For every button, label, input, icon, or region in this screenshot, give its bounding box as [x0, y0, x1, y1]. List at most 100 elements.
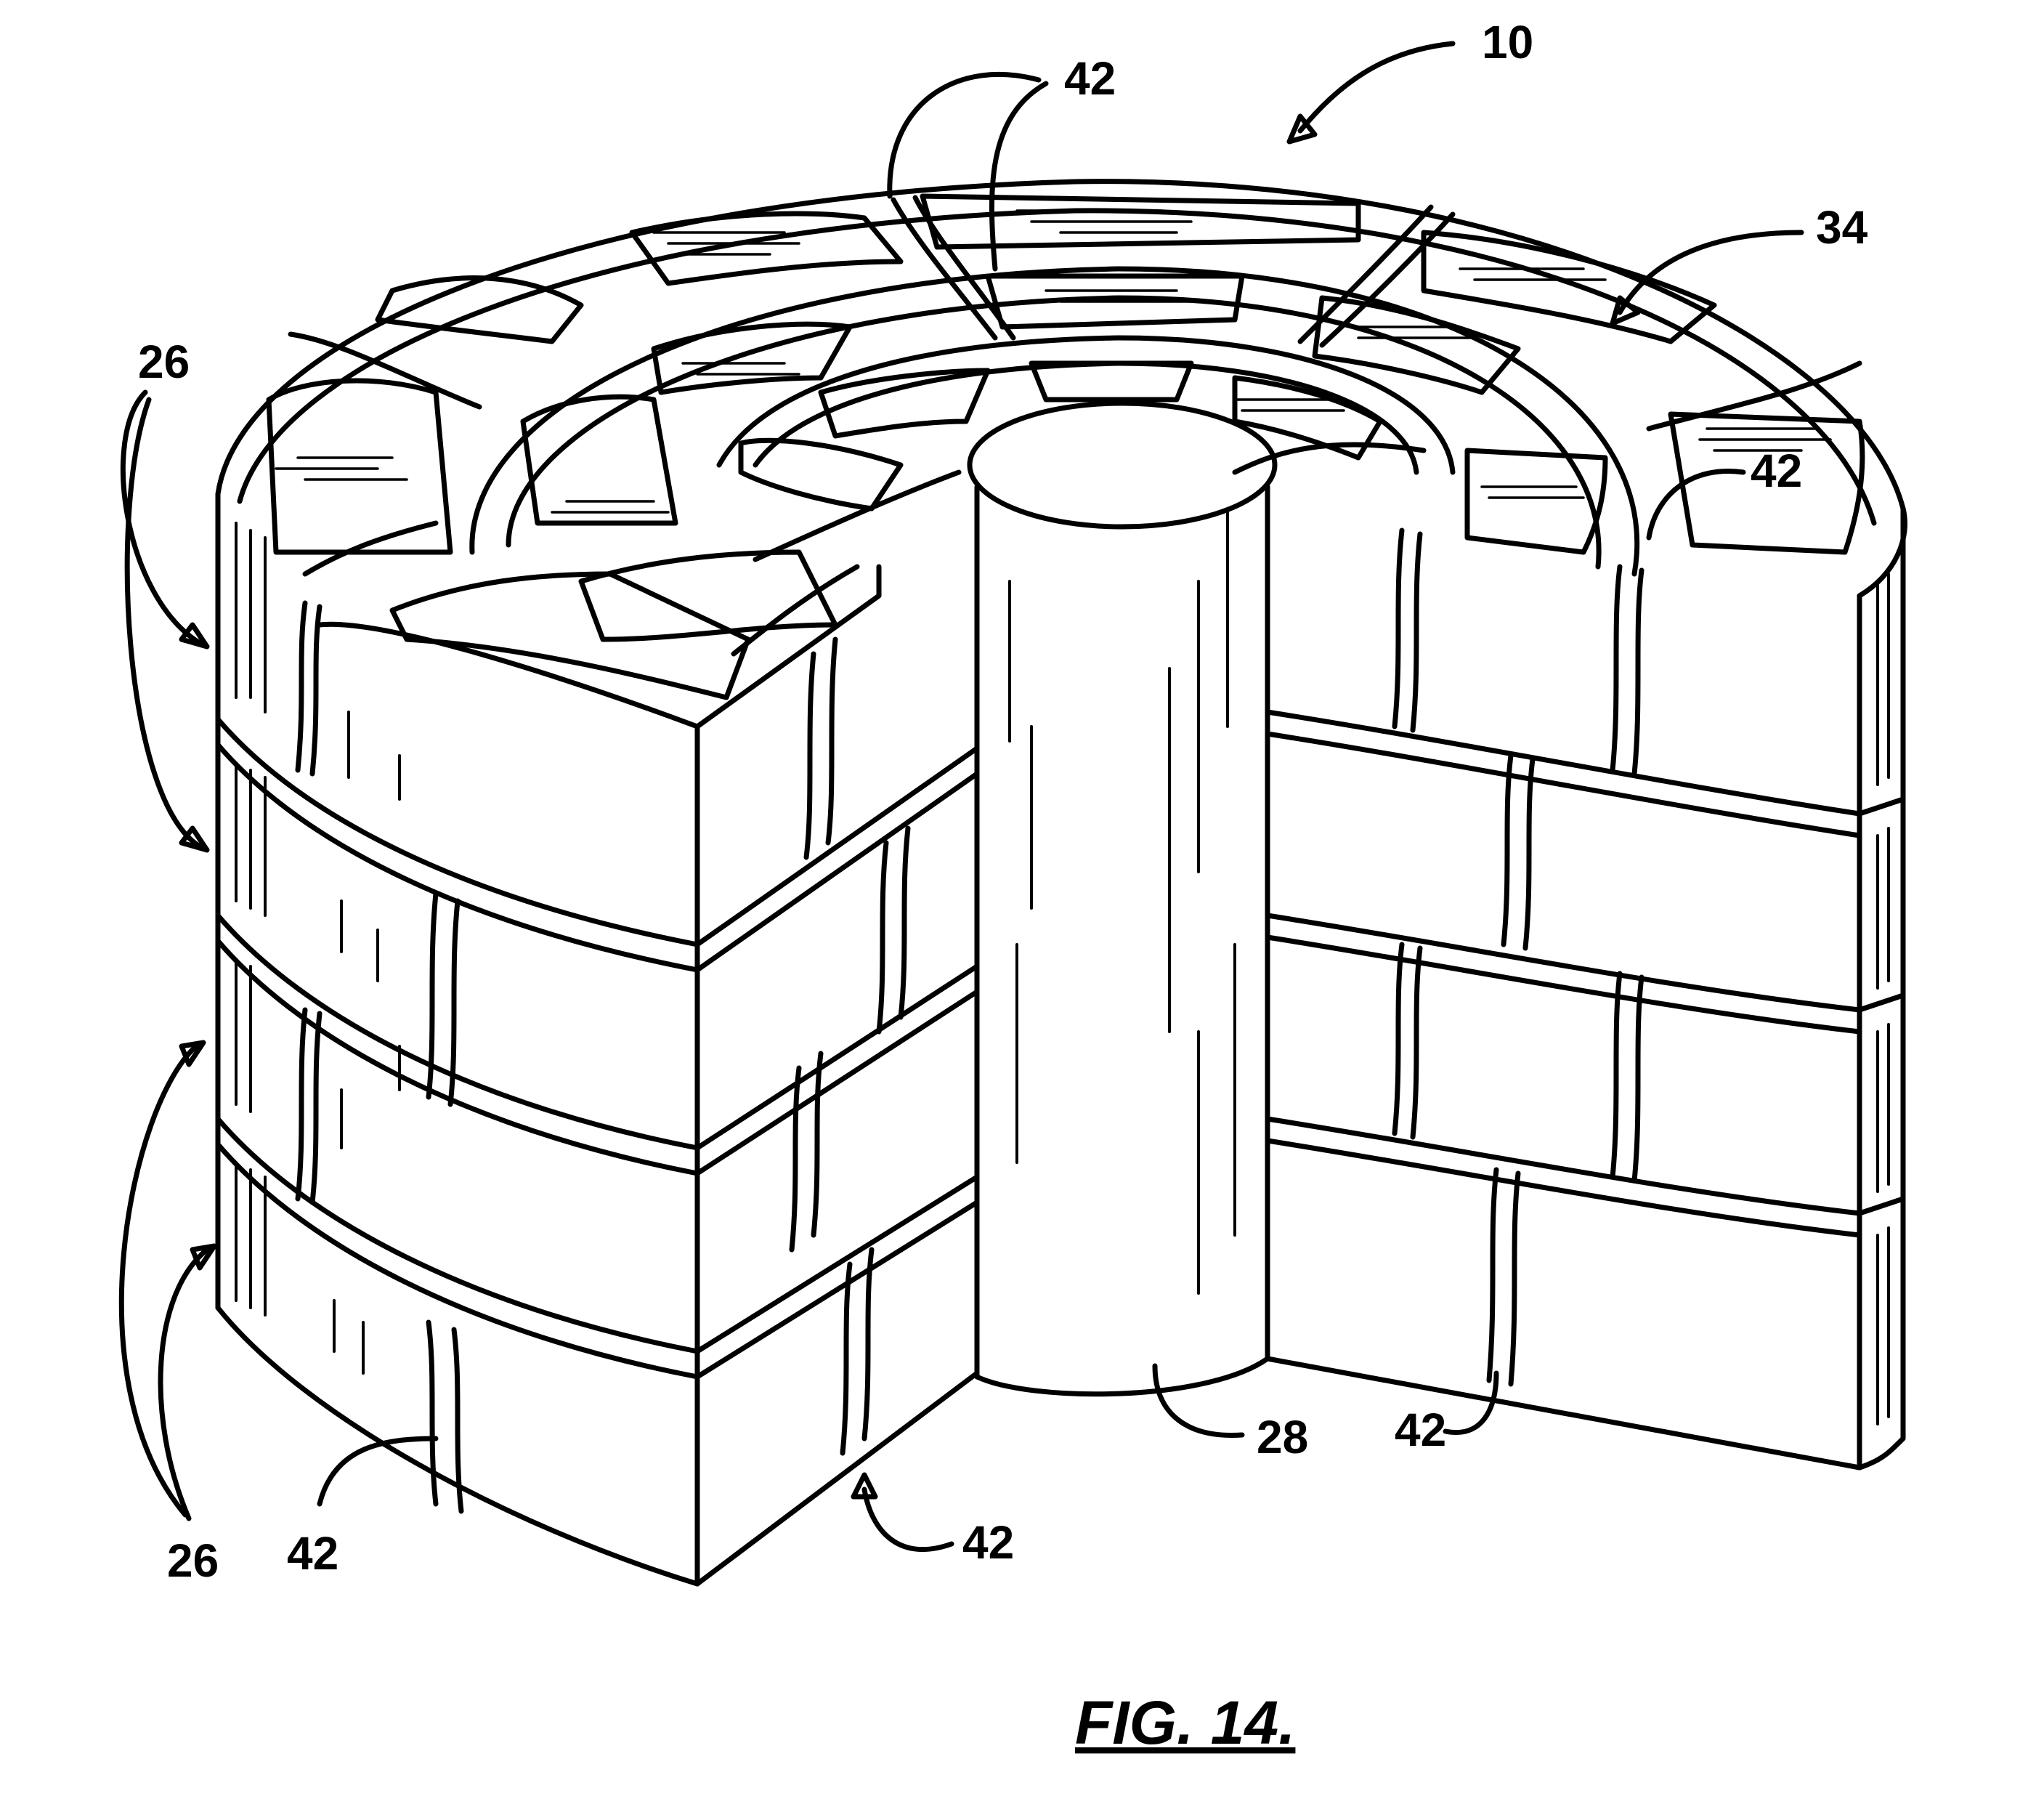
cut-vertical-joint	[811, 1051, 824, 1238]
left-wall	[215, 491, 700, 1587]
radial-joint	[753, 469, 962, 562]
right-strip-shading	[1876, 573, 1890, 1425]
strip-joint	[1857, 796, 1906, 817]
radial-joint	[1646, 360, 1862, 432]
leader-lines	[118, 41, 1804, 1553]
label-42-bottom-left: 42	[287, 1527, 338, 1580]
vertical-joint	[426, 891, 439, 1100]
top-stone	[985, 273, 1245, 330]
top-stone	[389, 571, 751, 700]
wedge-front-top	[317, 621, 700, 1587]
figure-caption: FIG. 14.	[1075, 1688, 1295, 1757]
top-surface	[215, 179, 1906, 700]
cut-course-joint	[694, 771, 980, 973]
right-wall	[1265, 484, 1907, 1471]
radial-joint	[288, 331, 482, 410]
top-stone	[520, 394, 678, 526]
leader-26-upper	[124, 397, 203, 849]
cut-vertical-joint	[898, 825, 911, 1020]
cut-course-joint	[694, 1174, 980, 1354]
leader-28	[1152, 1363, 1245, 1439]
wedge-bottom-edge	[694, 1370, 980, 1587]
label-10: 10	[1482, 16, 1533, 68]
reference-labels: 10 42 34 42 26 26 42 42 28 42 FIG. 14.	[138, 16, 1868, 1757]
top-stone	[266, 378, 453, 555]
leader-42-top	[989, 81, 1049, 272]
cut-vertical-joint	[861, 1247, 875, 1441]
top-inner-ring-inner	[753, 360, 1419, 475]
top-stone	[578, 549, 838, 642]
top-stone	[1668, 411, 1865, 555]
vertical-joint	[309, 604, 323, 777]
left-course-joint	[215, 938, 700, 1176]
stone-hatching	[275, 209, 1832, 514]
radial-joint	[1319, 211, 1456, 348]
leader-42-right	[1646, 469, 1746, 541]
top-stone	[920, 193, 1361, 250]
right-vertical-joint	[1392, 527, 1405, 729]
leader-42-bottom-right	[1443, 1370, 1499, 1435]
right-course-joint	[1265, 1138, 1862, 1238]
label-34: 34	[1816, 201, 1868, 254]
leader-10	[1297, 41, 1456, 134]
radial-joint	[891, 197, 998, 341]
top-stone	[1421, 230, 1717, 344]
top-middle-ring-inner	[506, 295, 1602, 570]
right-vertical-joint	[1610, 971, 1623, 1180]
right-vertical-joint	[1522, 756, 1536, 951]
radial-joint	[302, 520, 439, 577]
left-course-joint	[215, 1141, 700, 1380]
right-vertical-joint	[1410, 945, 1423, 1140]
label-42-bottom-mid: 42	[962, 1516, 1014, 1569]
right-vertical-joint	[1410, 531, 1423, 733]
right-course-joint	[1265, 1116, 1862, 1216]
right-vertical-joint	[1486, 1167, 1499, 1383]
cut-vertical-joint	[840, 1261, 853, 1456]
top-stone	[1232, 375, 1383, 461]
leader-42-bottom-mid	[861, 1487, 954, 1553]
right-outer-edge	[1857, 506, 1907, 1471]
arrowhead-42	[851, 1472, 878, 1500]
label-42-right: 42	[1751, 445, 1802, 497]
left-course-joint	[215, 913, 700, 1151]
right-course-joint	[1265, 709, 1862, 817]
cut-course-joint	[694, 989, 980, 1176]
center-post	[967, 400, 1278, 1397]
arrowhead-26	[179, 622, 210, 650]
cutaway-block	[317, 564, 980, 1587]
cut-vertical-joint	[789, 1065, 802, 1253]
radial-joint	[731, 564, 860, 657]
wedge-top-edge	[694, 564, 882, 729]
right-vertical-joint	[1501, 753, 1514, 947]
right-course-joint	[1265, 934, 1862, 1035]
right-vertical-joint	[1610, 564, 1623, 773]
label-28: 28	[1257, 1411, 1308, 1463]
vertical-joint	[426, 1319, 439, 1507]
top-stone	[738, 437, 904, 511]
right-course-joint	[1265, 913, 1862, 1013]
cut-vertical-joint	[803, 651, 816, 860]
top-stone	[818, 368, 991, 439]
arrowhead-26	[179, 825, 210, 853]
top-stone	[629, 211, 904, 286]
label-26-lower: 26	[167, 1534, 219, 1587]
top-stone	[1312, 295, 1521, 395]
vertical-joint	[295, 600, 308, 773]
leader-26-lower	[158, 1247, 210, 1521]
cut-course-joint	[694, 745, 980, 947]
post-top-ellipse	[967, 400, 1278, 530]
post-bottom-curve	[974, 1356, 1270, 1397]
top-stone	[651, 321, 853, 395]
vertical-joint	[447, 898, 461, 1107]
leader-42-bottom-left	[317, 1436, 439, 1507]
right-vertical-joint	[1392, 942, 1405, 1136]
arrowhead-26	[179, 1040, 206, 1067]
right-bottom	[1265, 1356, 1862, 1471]
leader-26-lower	[118, 1043, 199, 1518]
arrowhead-34	[1610, 295, 1641, 326]
left-bottom-curve	[215, 1305, 700, 1587]
vertical-joint	[451, 1327, 464, 1514]
leader-34	[1617, 230, 1804, 315]
left-course-joint	[215, 742, 700, 973]
